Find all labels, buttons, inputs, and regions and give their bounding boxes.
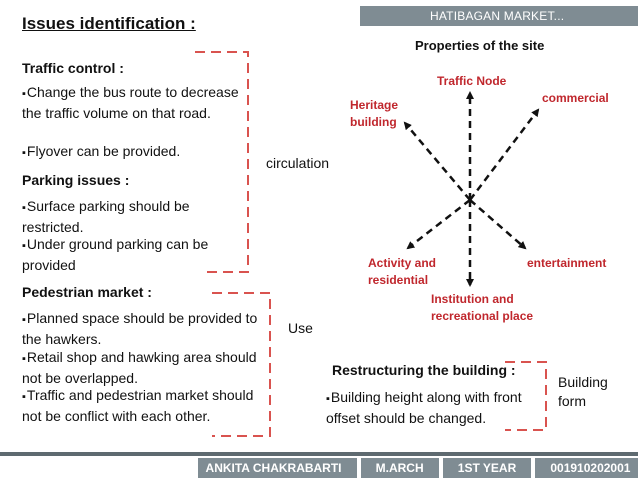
restructuring-heading: Restructuring the building :	[332, 362, 516, 378]
footer-course: M.ARCH	[375, 461, 424, 475]
arrow-activity	[406, 199, 471, 250]
parking-bullet-1: Surface parking should be restricted.	[22, 197, 247, 237]
pedestrian-bullet-3: Traffic and pedestrian market should not…	[22, 386, 262, 426]
header-title: HATIBAGAN MARKET...	[430, 9, 565, 23]
circulation-bracket	[195, 51, 249, 273]
footer-separator	[438, 458, 443, 478]
arrow-entertainment	[469, 199, 527, 250]
footer-id: 001910202001	[550, 461, 631, 475]
footer-separator	[356, 458, 361, 478]
pedestrian-heading: Pedestrian market :	[22, 284, 152, 300]
properties-title: Properties of the site	[415, 38, 545, 53]
parking-heading: Parking issues :	[22, 172, 130, 188]
pedestrian-bullet-2: Retail shop and hawking area should not …	[22, 348, 262, 388]
footer-separator	[531, 458, 536, 478]
restructuring-bullet-1: Building height along with front offset …	[326, 388, 541, 428]
node-commercial: commercial	[542, 91, 609, 105]
node-institution: Institution and recreational place	[431, 292, 534, 323]
use-bracket	[212, 292, 271, 437]
arrow-commercial	[469, 108, 540, 201]
footer-name: ANKITA CHAKRABARTI	[205, 461, 342, 475]
pedestrian-bullet-1: Planned space should be provided to the …	[22, 309, 262, 349]
footer-band: ANKITA CHAKRABARTI M.ARCH 1ST YEAR 00191…	[198, 458, 638, 478]
node-heritage: Heritage building	[350, 98, 399, 129]
parking-bullet-2: Under ground parking can be provided	[22, 235, 247, 275]
footer-rule	[0, 452, 638, 456]
node-activity: Activity and residential	[368, 256, 437, 287]
property-arrows	[403, 91, 540, 287]
building-form-label: Building form	[558, 374, 608, 409]
page-title: Issues identification :	[22, 14, 196, 33]
traffic-bullet-2: Flyover can be provided.	[22, 142, 247, 163]
traffic-heading: Traffic control :	[22, 60, 124, 76]
node-traffic: Traffic Node	[437, 74, 507, 88]
circulation-label: circulation	[266, 155, 330, 171]
building-form-bracket	[505, 361, 547, 431]
header-band: HATIBAGAN MARKET...	[360, 6, 638, 26]
footer-year: 1ST YEAR	[457, 461, 517, 475]
node-entertainment: entertainment	[527, 256, 607, 270]
traffic-bullet-1: Change the bus route to decrease the tra…	[22, 83, 247, 123]
use-label: Use	[288, 320, 313, 336]
arrow-heritage	[403, 121, 471, 201]
